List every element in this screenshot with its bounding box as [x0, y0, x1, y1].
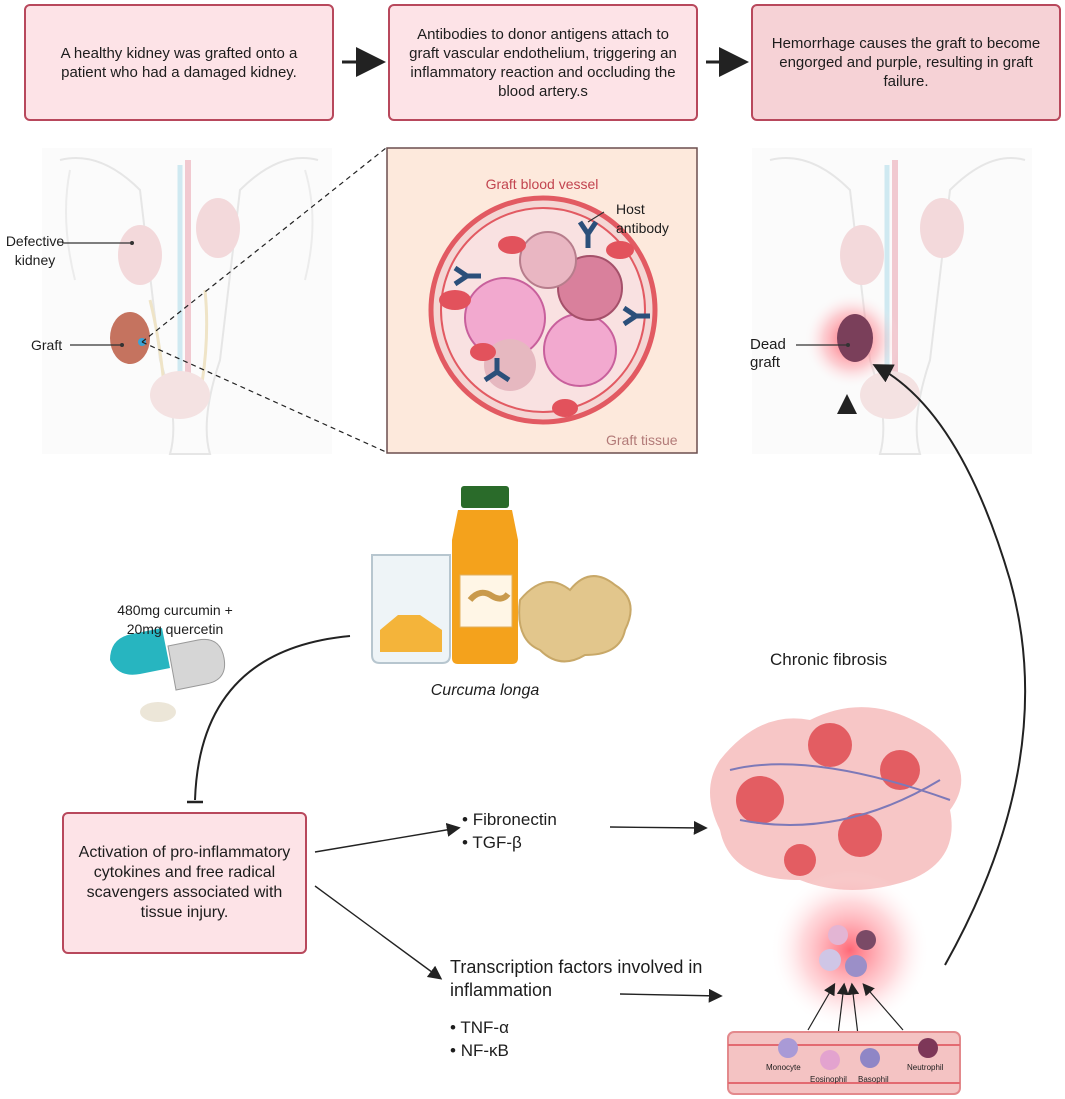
plant-label: Curcuma longa: [430, 682, 540, 699]
vessel-label: Graft blood vessel: [485, 176, 599, 192]
graft-kidney: [110, 312, 150, 364]
transcription-item-2: • NF-κB: [450, 1041, 509, 1060]
body-right-illustration: [752, 148, 1032, 455]
graft-label: Graft: [31, 337, 63, 353]
fibrosis-item-1: • Fibronectin: [462, 810, 557, 829]
activation-box: Activation of pro-inflammatory cytokines…: [62, 812, 307, 954]
transcription-title: Transcription factors involved in inflam…: [450, 957, 703, 1000]
dead-graft-label: Dead graft: [750, 336, 786, 371]
curcuma-illustration: [371, 486, 632, 664]
vessel-inset: [386, 147, 698, 454]
step3-text: Hemorrhage causes the graft to become en…: [771, 35, 1041, 90]
antibody-label: Host antibody: [616, 201, 669, 236]
neutrophil-label: Neutrophil: [907, 1063, 944, 1072]
fibrosis-item-2: • TGF-β: [462, 833, 522, 852]
step1-box: A healthy kidney was grafted onto a pati…: [24, 4, 334, 121]
fibrosis-illustration: [710, 707, 962, 890]
curve-arrow: [872, 364, 1027, 966]
inflammation-illustration: [727, 870, 961, 1095]
monocyte-label: Monocyte: [766, 1063, 801, 1072]
transcription-item-1: • TNF-α: [450, 1018, 509, 1037]
step2-text: Antibodies to donor antigens attach to g…: [409, 25, 677, 100]
basophil-label: Basophil: [858, 1075, 889, 1084]
dead-graft-kidney: [837, 314, 873, 362]
tissue-label: Graft tissue: [606, 432, 678, 448]
defective-kidney-label: Defective kidney: [5, 233, 65, 268]
body-left-illustration: [42, 148, 332, 455]
dose-label: 480mg curcumin + 20mg quercetin: [117, 602, 233, 637]
step2-box: Antibodies to donor antigens attach to g…: [388, 4, 698, 121]
fibrosis-title: Chronic fibrosis: [770, 650, 888, 669]
eosinophil-label: Eosinophil: [810, 1075, 847, 1084]
activation-text: Activation of pro-inflammatory cytokines…: [78, 844, 291, 921]
capsule-icon: [110, 628, 226, 722]
step1-text: A healthy kidney was grafted onto a pati…: [60, 44, 298, 81]
step3-box: Hemorrhage causes the graft to become en…: [751, 4, 1061, 121]
